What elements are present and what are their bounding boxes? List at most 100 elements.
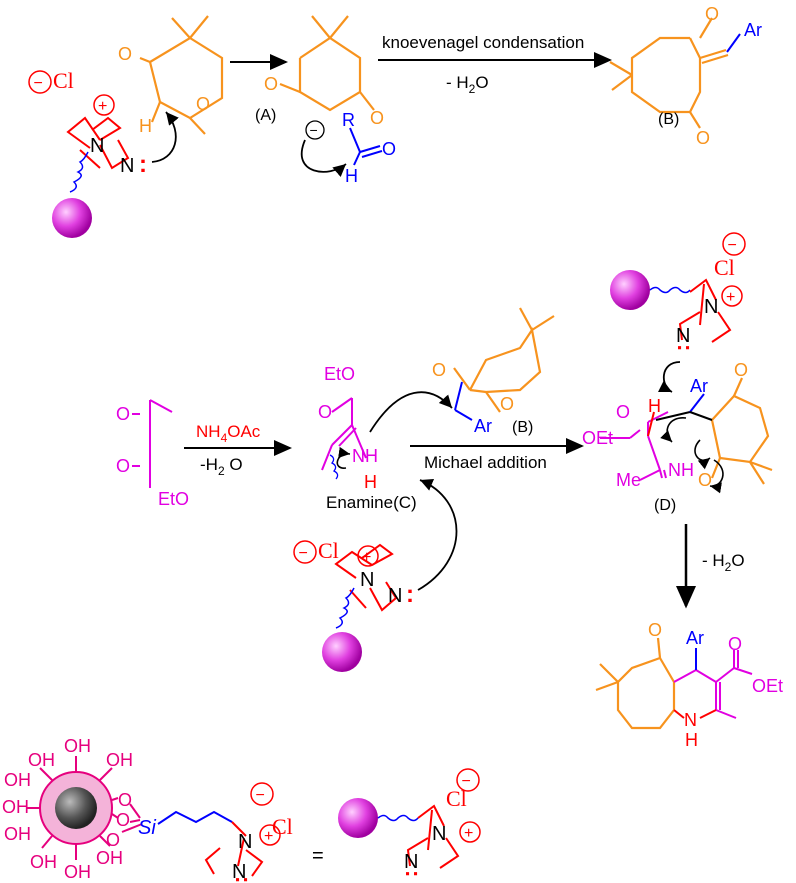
aldehyde	[349, 127, 383, 166]
d-o1: O	[734, 360, 748, 380]
svg-text:OH: OH	[106, 750, 133, 770]
d-oet: OEt	[582, 428, 613, 448]
ethyl-acetoacetate	[132, 399, 173, 488]
svg-text:OH: OH	[96, 848, 123, 868]
eaa-o1: O	[116, 404, 130, 424]
dimedone-h: H	[139, 116, 152, 136]
catalyst-top-left: − Cl + N N :	[28, 68, 179, 238]
label-d: (D)	[654, 497, 676, 514]
d-o2: O	[698, 470, 712, 490]
svg-text:+: +	[726, 289, 735, 306]
equals-sign: =	[312, 845, 324, 867]
final-water: - H2O	[702, 551, 745, 574]
enamine-eto: EtO	[324, 364, 355, 384]
catalyst-middle: − Cl + N N :	[293, 479, 458, 672]
d-me: Me	[616, 470, 641, 490]
final-o-ester: O	[728, 634, 742, 654]
aldehyde-r: R	[342, 110, 355, 130]
svg-text:+: +	[98, 98, 107, 115]
reagent-nh4oac: NH4OAc	[196, 422, 261, 445]
svg-text:O: O	[116, 810, 130, 830]
dimedone-o1: O	[118, 44, 132, 64]
enamine-h: H	[364, 472, 377, 492]
svg-text:N: N	[232, 861, 246, 883]
benzylidene-ar: Ar	[474, 416, 492, 436]
svg-text:O: O	[106, 830, 120, 850]
svg-text:Cl: Cl	[53, 68, 74, 93]
enolate-a	[279, 15, 375, 112]
final-oet: OEt	[752, 676, 783, 696]
svg-text:N: N	[388, 585, 402, 607]
svg-text:OH: OH	[2, 797, 29, 817]
d-nh: NH	[668, 460, 694, 480]
svg-text:+: +	[464, 825, 473, 842]
d-h: H	[648, 396, 661, 416]
svg-text:−: −	[299, 545, 308, 562]
svg-text:−: −	[728, 237, 737, 254]
svg-text:−: −	[34, 75, 43, 92]
dimedone-molecule	[139, 15, 224, 135]
svg-text:N: N	[704, 296, 718, 318]
svg-text:+: +	[264, 828, 273, 845]
michael-label: Michael addition	[424, 453, 547, 472]
label-a: (A)	[255, 107, 276, 124]
svg-text:OH: OH	[4, 824, 31, 844]
reagent-water: -H2 O	[200, 455, 243, 478]
svg-text:N: N	[360, 569, 374, 591]
svg-text:O: O	[118, 790, 132, 810]
svg-text:−: −	[256, 787, 265, 804]
svg-text:OH: OH	[4, 770, 31, 790]
benzylidene-o1: O	[432, 360, 446, 380]
enolate-o1: O	[264, 74, 278, 94]
svg-text:Cl: Cl	[272, 814, 293, 839]
eaa-eto: EtO	[158, 489, 189, 509]
svg-text:OH: OH	[30, 852, 57, 872]
catalyst-simplified: − Cl + N N :	[338, 768, 481, 877]
knoevenagel-label: knoevenagel condensation	[382, 33, 584, 52]
svg-text:N: N	[404, 851, 418, 873]
aldehyde-o: O	[382, 139, 396, 159]
enamine-label: Enamine(C)	[326, 493, 417, 512]
dimedone-o2: O	[196, 94, 210, 114]
product-b-o2: O	[696, 128, 710, 148]
knoevenagel-water: - H2O	[446, 73, 489, 96]
svg-text:Si: Si	[138, 817, 156, 839]
d-o-ester: O	[616, 402, 630, 422]
svg-text:N: N	[90, 135, 104, 157]
svg-text:Cl: Cl	[318, 538, 339, 563]
label-b-top: (B)	[658, 111, 679, 128]
svg-text:OH: OH	[64, 862, 91, 882]
product-b	[609, 17, 729, 129]
eaa-o2: O	[116, 456, 130, 476]
final-o-ketone: O	[648, 620, 662, 640]
final-h: H	[685, 730, 698, 750]
svg-text::: :	[401, 870, 426, 877]
svg-text:N: N	[238, 831, 252, 853]
svg-text:N: N	[120, 155, 134, 177]
d-ar: Ar	[690, 376, 708, 396]
enamine-c	[321, 397, 367, 480]
svg-text:Cl: Cl	[714, 255, 735, 280]
final-product: O Ar O OEt N H	[595, 620, 783, 750]
svg-text:−: −	[310, 122, 318, 138]
svg-text:N: N	[676, 325, 690, 347]
svg-text:OH: OH	[28, 750, 55, 770]
aldehyde-h: H	[345, 166, 358, 186]
svg-text:OH: OH	[64, 736, 91, 756]
benzylidene-b	[453, 307, 555, 413]
enamine-nh: NH	[352, 446, 378, 466]
svg-text::: :	[231, 876, 256, 883]
svg-text::: :	[406, 581, 414, 608]
final-n: N	[684, 710, 697, 730]
catalyst-right: − Cl + N N :	[610, 232, 746, 393]
product-b-o1: O	[705, 4, 719, 24]
supported-catalyst: OH OH OH OH OH OH OH OH OH O O O Si N N …	[2, 736, 293, 883]
label-b-mid: (B)	[512, 419, 533, 436]
svg-text::: :	[673, 344, 698, 351]
enamine-o: O	[318, 402, 332, 422]
svg-text:+: +	[362, 549, 371, 566]
enolate-o2: O	[370, 108, 384, 128]
svg-text:−: −	[462, 773, 471, 790]
svg-text::: :	[139, 151, 147, 178]
